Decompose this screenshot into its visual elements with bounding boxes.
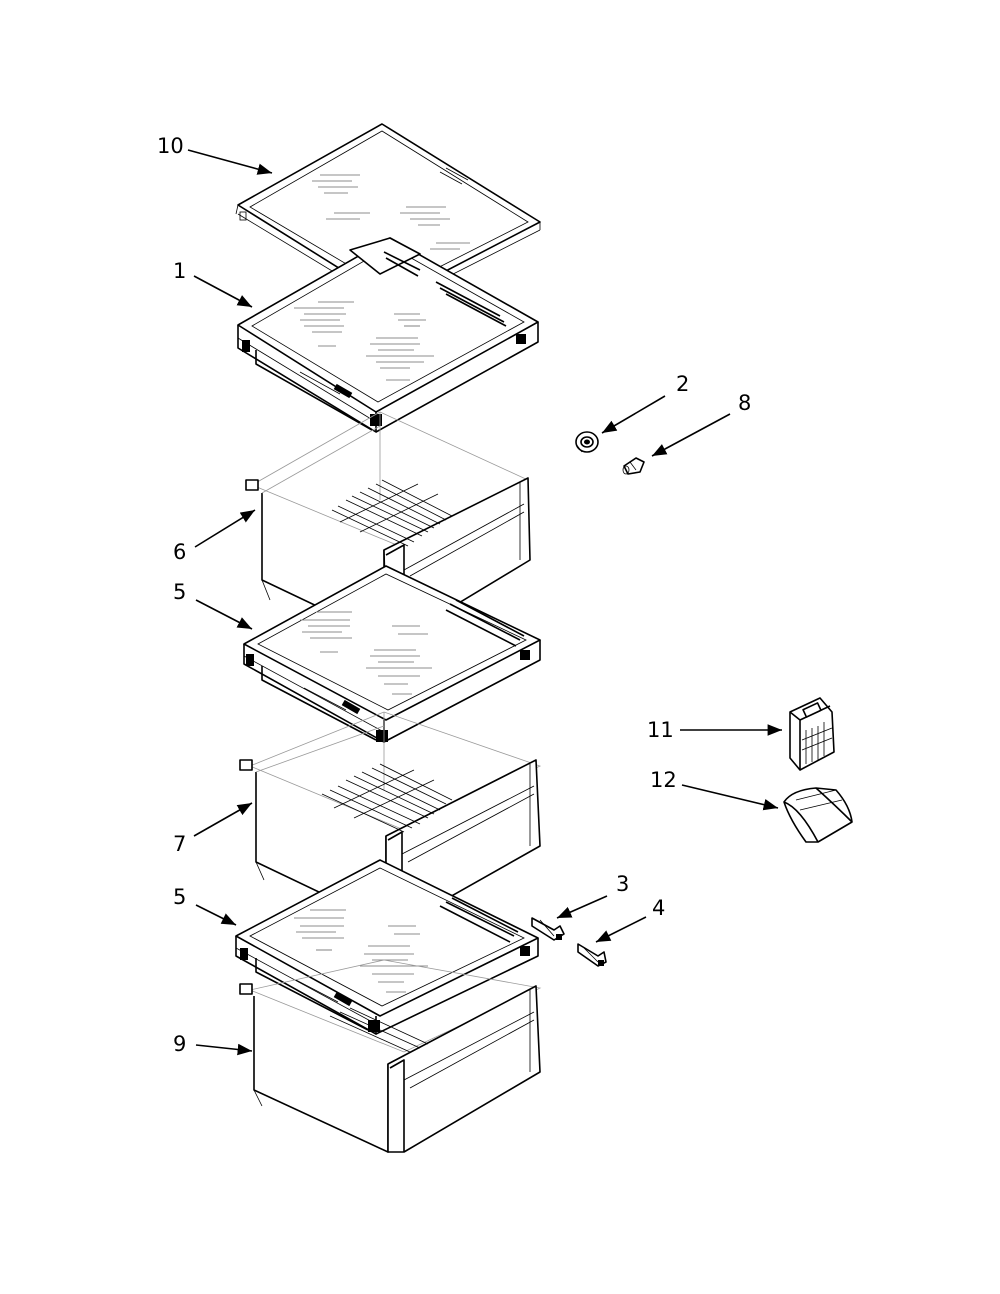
callout-5-upper: 5 [173, 580, 186, 604]
part-1-shelf-assembly[interactable] [237, 237, 539, 433]
part-9-pantry-drawer[interactable] [239, 959, 542, 1153]
part-4-shelf-bracket[interactable] [577, 943, 607, 967]
part-2-bushing[interactable] [575, 431, 599, 453]
part-5-shelf-assembly-lower[interactable] [235, 859, 539, 1035]
part-8-pin[interactable] [622, 457, 645, 475]
arrow-10 [187, 149, 273, 175]
part-11-filter-cover[interactable] [789, 697, 835, 771]
callout-10: 10 [157, 134, 184, 158]
callout-11: 11 [647, 718, 674, 742]
arrow-8 [651, 413, 731, 457]
arrow-5a [195, 599, 253, 630]
arrow-6 [194, 509, 256, 548]
callout-labels: 10 1 2 8 6 5 11 12 7 3 4 5 9 [157, 134, 751, 1056]
arrow-7 [193, 802, 253, 837]
arrow-2 [601, 395, 666, 434]
part-5-shelf-assembly-upper[interactable] [243, 565, 541, 743]
arrow-12 [681, 784, 779, 811]
callout-2: 2 [676, 372, 689, 396]
arrow-1 [193, 275, 253, 308]
part-10-glass-shelf[interactable] [235, 123, 541, 307]
callout-12: 12 [650, 768, 677, 792]
callout-8: 8 [738, 391, 751, 415]
part-3-shelf-bracket[interactable] [531, 917, 565, 941]
arrow-5b [195, 904, 237, 926]
callout-4: 4 [652, 896, 665, 920]
arrow-3 [556, 895, 608, 919]
callout-3: 3 [616, 872, 629, 896]
callout-arrows [187, 149, 782, 1056]
callout-7: 7 [173, 832, 186, 856]
callout-1: 1 [173, 259, 186, 283]
arrow-9 [195, 1043, 253, 1056]
callout-9: 9 [173, 1032, 186, 1056]
arrow-4 [595, 916, 647, 943]
part-12-air-filter[interactable] [783, 787, 853, 843]
callout-5-lower: 5 [173, 885, 186, 909]
callout-6: 6 [173, 540, 186, 564]
